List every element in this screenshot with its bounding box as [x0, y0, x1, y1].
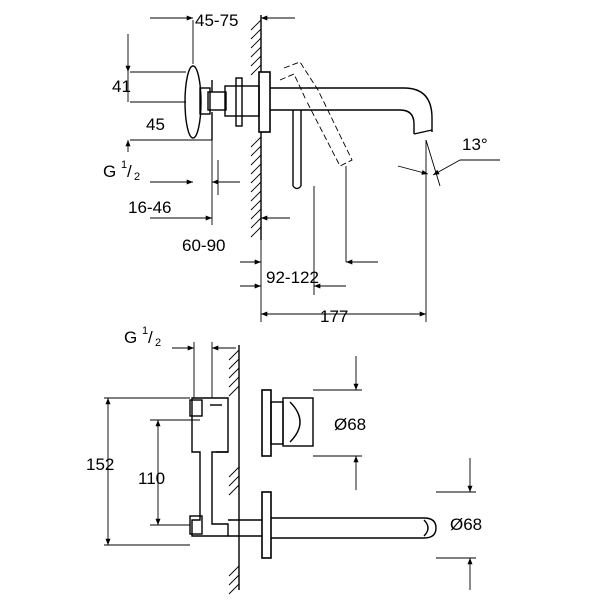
wall-hatch-line	[250, 154, 262, 166]
svg-text:1: 1	[142, 325, 148, 337]
spout-side	[270, 87, 433, 135]
rosette-plate	[258, 71, 271, 133]
side-view: 45-75 41 45 G 1 / 2 16-46 60-90 92-122 1…	[103, 11, 500, 326]
wall-hatch-line	[228, 574, 240, 586]
label-152: 152	[86, 455, 114, 474]
handle-lever-side	[184, 65, 202, 139]
front-view: G 1 / 2 152 110 Ø68 Ø68	[86, 325, 482, 595]
wall-hatch-line	[250, 136, 262, 148]
wall-hatch-line	[228, 358, 240, 370]
lever-rod	[292, 110, 302, 190]
svg-text:G: G	[103, 162, 116, 181]
svg-text:/: /	[148, 328, 153, 347]
wall-hatch-line	[250, 226, 262, 238]
wall-hatch-line	[228, 475, 240, 487]
wall-hatch-line	[250, 64, 262, 76]
mixer-body-front	[189, 397, 262, 537]
wall-hatch-line	[250, 37, 262, 49]
spout-front	[261, 491, 437, 559]
dimension-lines-side	[125, 15, 500, 317]
label-110: 110	[138, 469, 165, 488]
wall-hatch-line	[228, 385, 240, 397]
mixer-body-side	[199, 77, 260, 140]
label-177: 177	[320, 307, 348, 326]
wall-hatch-line	[250, 181, 262, 193]
label-16-46: 16-46	[128, 198, 171, 217]
label-dia-spout: Ø68	[450, 515, 482, 534]
wall-hatch-line	[250, 46, 262, 58]
extension-lines-front	[104, 342, 476, 559]
wall-hatch-line	[228, 583, 240, 595]
wall-hatch-line	[250, 145, 262, 157]
label-41: 41	[112, 77, 131, 96]
wall-hatch-line	[250, 199, 262, 211]
wall-hatch-line	[228, 466, 240, 478]
wall-hatch-line	[250, 163, 262, 175]
wall-hatch-line	[228, 565, 240, 577]
wall-hatch-line	[250, 190, 262, 202]
wall-hatch-line	[228, 349, 240, 361]
lever-alt-position	[279, 61, 353, 167]
svg-text:2: 2	[155, 337, 161, 349]
label-dia-handle: Ø68	[334, 415, 366, 434]
wall-hatch-line	[250, 172, 262, 184]
wall-hatch-line	[228, 484, 240, 496]
wall-hatch-line	[228, 376, 240, 388]
wall-hatch-line	[250, 55, 262, 67]
label-60-90: 60-90	[182, 236, 225, 255]
label-thread-front: G 1 / 2	[124, 325, 161, 349]
wall-front	[228, 345, 240, 595]
wall-hatch-line	[250, 208, 262, 220]
wall-hatch-line	[250, 28, 262, 40]
label-45: 45	[146, 115, 165, 134]
label-45-75: 45-75	[195, 11, 238, 30]
svg-text:G: G	[124, 328, 137, 347]
svg-text:2: 2	[134, 171, 140, 183]
label-92-122: 92-122	[266, 268, 319, 287]
wall-hatch-line	[228, 367, 240, 379]
svg-text:1: 1	[121, 159, 127, 171]
label-thread-side: G 1 / 2	[103, 159, 140, 183]
dimension-lines-front	[105, 345, 473, 590]
label-angle: 13°	[462, 135, 488, 154]
wall-hatch-line	[250, 19, 262, 31]
extension-lines-side	[130, 20, 441, 322]
svg-text:/: /	[127, 162, 132, 181]
wall-hatch-line	[250, 217, 262, 229]
handle-front	[261, 389, 314, 457]
